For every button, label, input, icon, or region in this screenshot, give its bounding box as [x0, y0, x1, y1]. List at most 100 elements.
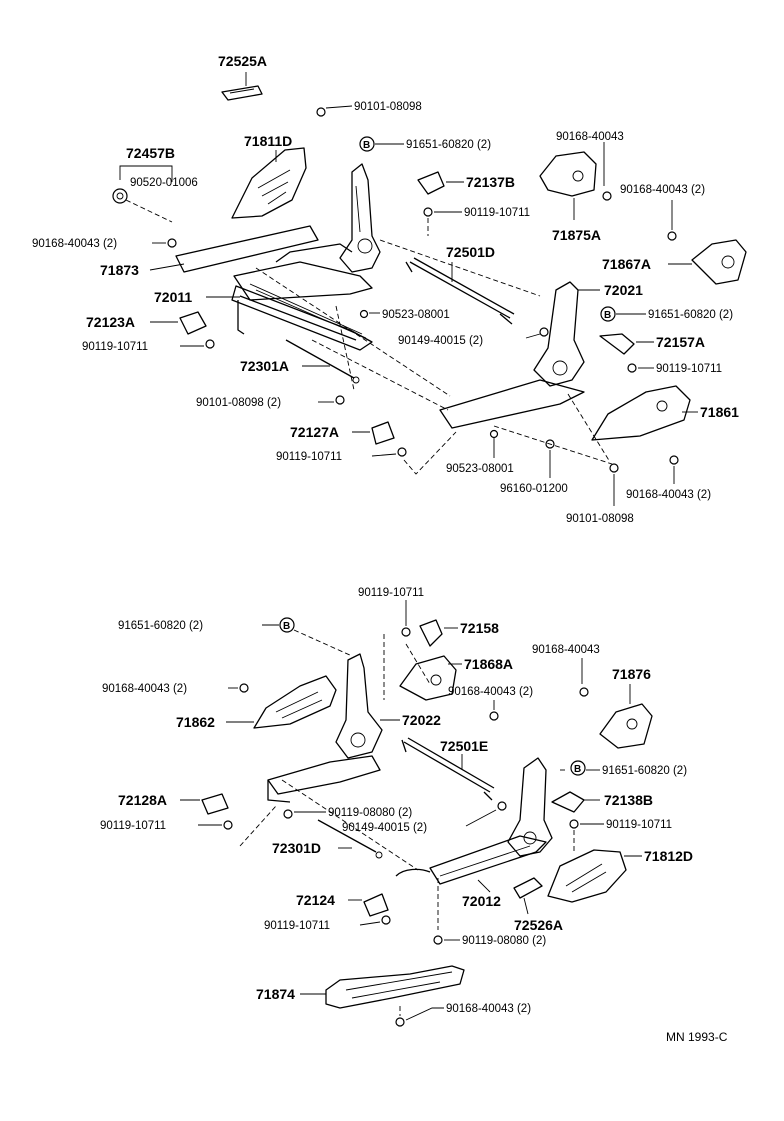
label-90523-08001-a: 90523-08001 [382, 309, 450, 321]
washer-icon [489, 429, 499, 439]
label-72128A: 72128A [118, 792, 167, 808]
label-72526A: 72526A [514, 917, 563, 933]
label-71874: 71874 [256, 986, 295, 1002]
marker-circle-icon [600, 306, 616, 322]
label-91651-60820-top: 91651-60820 (2) [406, 139, 491, 151]
bolt-icon [395, 1017, 405, 1027]
label-91651-60820-right: 91651-60820 (2) [648, 309, 733, 321]
part-recliner-arm-shape [339, 163, 381, 273]
label-90119-10711-right-lower: 90119-10711 [606, 819, 672, 831]
bolt-icon [335, 395, 345, 405]
part-72124-shape [363, 893, 389, 917]
label-90168-40043-2-left: 90168-40043 (2) [102, 683, 187, 695]
cable-icon [317, 819, 377, 853]
part-72128A-shape [201, 793, 229, 815]
bolt-icon [609, 463, 619, 473]
label-72457B: 72457B [126, 145, 175, 161]
label-72501E: 72501E [440, 738, 488, 754]
label-90523-08001-b: 90523-08001 [446, 463, 514, 475]
label-90119-10711-mid: 90119-10711 [464, 207, 530, 219]
marker-letter: B [363, 140, 370, 151]
label-71873: 71873 [100, 262, 139, 278]
label-90119-10711-low: 90119-10711 [276, 451, 342, 463]
bolt-icon [627, 363, 637, 373]
grommet-icon [112, 188, 128, 204]
part-72526A-shape [513, 877, 543, 899]
label-72011: 72011 [154, 289, 192, 305]
part-71862-shape [253, 675, 337, 729]
label-90119-10711-right: 90119-10711 [656, 363, 722, 375]
label-90168-40043-right: 90168-40043 [532, 644, 600, 656]
bolt-icon [423, 207, 433, 217]
bolt-icon [167, 238, 177, 248]
bolt-icon [283, 809, 293, 819]
label-90119-08080-2-b: 90119-08080 (2) [462, 935, 546, 947]
label-72138B: 72138B [604, 792, 653, 808]
cable-icon [285, 339, 355, 379]
part-72501E-shape [401, 737, 495, 801]
label-90168-40043-top: 90168-40043 [556, 131, 624, 143]
label-71868A: 71868A [464, 656, 513, 672]
label-71811D: 71811D [244, 133, 292, 149]
part-71811D-shape [231, 147, 307, 219]
label-90119-10711-top: 90119-10711 [358, 587, 424, 599]
part-72157A-shape [599, 333, 635, 355]
label-71867A: 71867A [602, 256, 651, 272]
label-90149-40015-lower: 90149-40015 (2) [342, 822, 427, 834]
label-71875A: 71875A [552, 227, 601, 243]
marker-circle-icon [359, 136, 375, 152]
part-71812D-shape [547, 849, 627, 903]
part-72138B-shape [551, 791, 585, 813]
label-72022: 72022 [402, 712, 441, 728]
label-90168-40043-2-mid: 90168-40043 (2) [448, 686, 533, 698]
part-71874-shape [325, 965, 465, 1009]
bolt-icon [381, 915, 391, 925]
marker-letter: B [604, 310, 611, 321]
part-71861-shape [591, 385, 691, 441]
bolt-icon [539, 327, 549, 337]
bolt-icon [579, 687, 589, 697]
label-90168-40043-2-bottom: 90168-40043 (2) [446, 1003, 531, 1015]
washer-icon [359, 309, 369, 319]
label-90101-08098-top: 90101-08098 [354, 101, 422, 113]
part-72501D-shape [405, 257, 515, 325]
part-72127A-shape [371, 421, 395, 445]
lower-assembly: 90119-10711 91651-60820 (2) B 72158 9016… [100, 587, 693, 1027]
label-90520-01006: 90520-01006 [130, 177, 198, 189]
label-71876: 71876 [612, 666, 651, 682]
label-72021: 72021 [604, 282, 643, 298]
bolt-icon [433, 935, 443, 945]
label-90119-10711-left: 90119-10711 [82, 341, 148, 353]
part-71875A-shape [539, 151, 597, 197]
bolt-icon [239, 683, 249, 693]
label-72124: 72124 [296, 892, 335, 908]
label-91651-60820-right-lower: 91651-60820 (2) [602, 765, 687, 777]
label-72501D: 72501D [446, 244, 495, 260]
label-96160-01200: 96160-01200 [500, 483, 568, 495]
bolt-icon [223, 820, 233, 830]
part-72137B-shape [417, 171, 445, 195]
label-91651-60820-left: 91651-60820 (2) [118, 620, 203, 632]
bolt-icon [497, 801, 507, 811]
label-71812D: 71812D [644, 848, 693, 864]
bolt-icon [316, 107, 326, 117]
part-72022-shape [267, 653, 383, 803]
bolt-icon [489, 711, 499, 721]
part-71868A-shape [399, 655, 457, 701]
label-72301D: 72301D [272, 840, 321, 856]
label-90168-40043-2-left: 90168-40043 (2) [32, 238, 117, 250]
label-72012: 72012 [462, 893, 501, 909]
label-90101-08098-2: 90101-08098 (2) [196, 397, 281, 409]
marker-circle-icon [279, 617, 295, 633]
label-90119-08080-2-a: 90119-08080 (2) [328, 807, 412, 819]
label-72137B: 72137B [466, 174, 515, 190]
bolt-icon [669, 455, 679, 465]
part-72158-shape [419, 619, 443, 647]
part-71867A-shape [691, 239, 747, 285]
label-72301A: 72301A [240, 358, 289, 374]
label-72127A: 72127A [290, 424, 339, 440]
marker-letter: B [574, 764, 581, 775]
label-72123A: 72123A [86, 314, 135, 330]
